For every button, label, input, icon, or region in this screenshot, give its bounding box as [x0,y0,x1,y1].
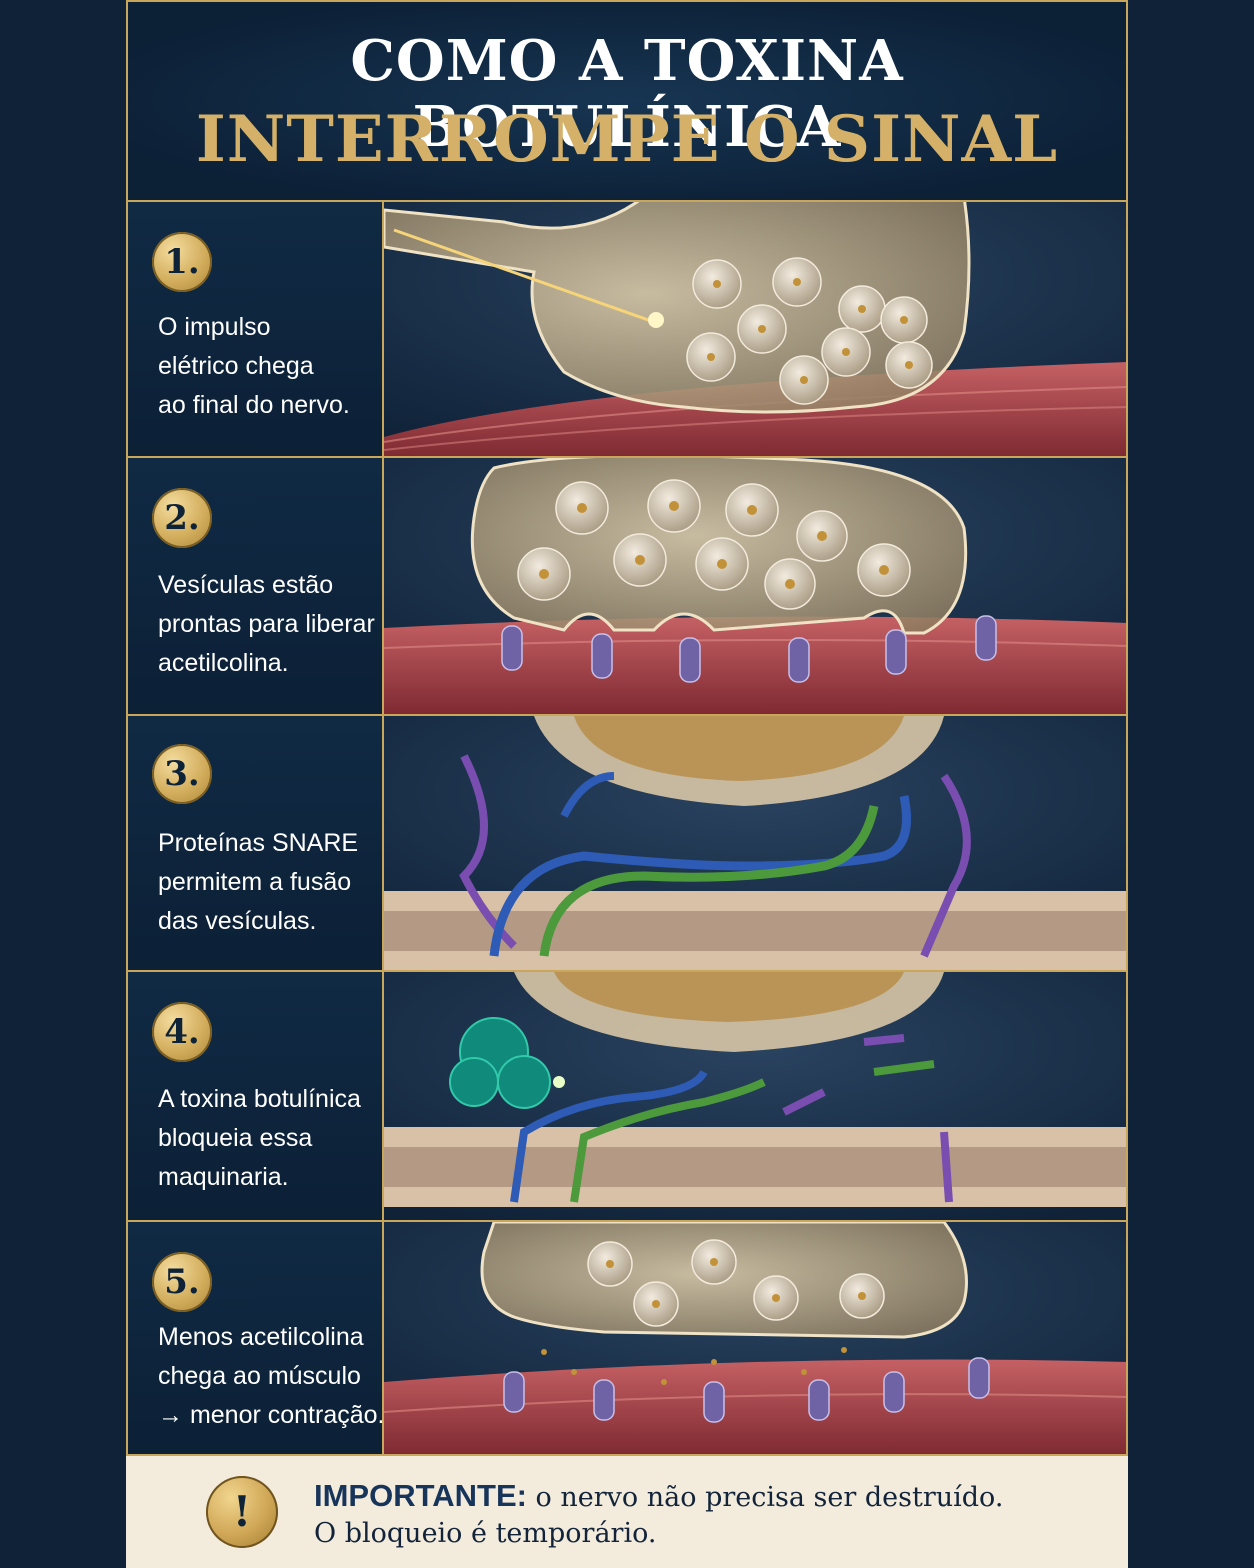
step-3-text-panel: 3. Proteínas SNARE permitem a fusão das … [126,716,384,970]
step-5-description: Menos acetilcolina chega ao músculo → me… [158,1318,388,1435]
divider-2 [126,714,1128,716]
divider-1 [126,456,1128,458]
infographic-frame: COMO A TOXINA BOTULÍNICA INTERROMPE O SI… [126,0,1128,1568]
title-line-1: COMO A TOXINA BOTULÍNICA [350,28,904,160]
step-1: 1. O impulso elétrico chega ao final do … [126,202,1128,456]
left-border [126,0,128,1568]
step-4-line-2: bloqueia essa [158,1124,313,1152]
step-2-line-3: acetilcolina. [158,649,289,677]
divider-header [126,200,1128,202]
divider-3 [126,970,1128,972]
top-border [126,0,1128,2]
step-1-line-2: elétrico chega [158,352,314,380]
step-1-text-panel: 1. O impulso elétrico chega ao final do … [126,202,384,456]
step-2-badge: 2. [152,488,212,548]
step-1-description: O impulso elétrico chega ao final do ner… [158,308,388,425]
footer-text-line-1: o nervo não precisa ser destruído. [526,1482,1004,1513]
divider-4 [126,1220,1128,1222]
step-2-line-2: prontas para liberar [158,610,375,638]
step-1-illustration [384,202,1128,456]
step-2-description: Vesículas estão prontas para liberar ace… [158,566,388,683]
step-1-line-3: ao final do nervo. [158,391,350,419]
exclamation-icon: ! [206,1476,278,1548]
step-5-illustration [384,1222,1128,1454]
header: COMO A TOXINA BOTULÍNICA INTERROMPE O SI… [126,0,1128,200]
step-4-description: A toxina botulínica bloqueia essa maquin… [158,1080,388,1197]
column-divider [382,202,384,1454]
step-5-badge: 5. [152,1252,212,1312]
step-4-badge: 4. [152,1002,212,1062]
step-4-line-3: maquinaria. [158,1163,289,1191]
footer-note: ! IMPORTANTE: o nervo não precisa ser de… [126,1456,1128,1568]
step-5-line-3: → menor contração. [158,1401,385,1429]
step-4-text-panel: 4. A toxina botulínica bloqueia essa maq… [126,972,384,1220]
step-4: 4. A toxina botulínica bloqueia essa maq… [126,972,1128,1220]
step-2-illustration [384,458,1128,714]
step-2-text-panel: 2. Vesículas estão prontas para liberar … [126,458,384,714]
title-line-2: INTERROMPE O SINAL [195,102,1059,177]
right-border [1126,0,1128,1568]
step-5-text-panel: 5. Menos acetilcolina chega ao músculo →… [126,1222,385,1454]
step-3-illustration [384,716,1128,970]
step-2: 2. Vesículas estão prontas para liberar … [126,458,1128,714]
footer-text: IMPORTANTE: o nervo não precisa ser dest… [314,1478,1104,1552]
step-5: 5. Menos acetilcolina chega ao músculo →… [126,1222,1128,1454]
step-3-line-2: permitem a fusão [158,868,352,896]
step-2-line-1: Vesículas estão [158,571,334,599]
step-5-line-2: chega ao músculo [158,1362,361,1390]
step-3-badge: 3. [152,744,212,804]
divider-5 [126,1454,1128,1456]
step-3-line-1: Proteínas SNARE [158,829,359,857]
step-3: 3. Proteínas SNARE permitem a fusão das … [126,716,1128,970]
footer-label: IMPORTANTE: [314,1478,527,1513]
footer-text-line-2: O bloqueio é temporário. [314,1518,657,1549]
step-4-line-1: A toxina botulínica [158,1085,361,1113]
step-3-line-3: das vesículas. [158,907,317,935]
step-5-line-1: Menos acetilcolina [158,1323,364,1351]
step-1-line-1: O impulso [158,313,271,341]
step-1-badge: 1. [152,232,212,292]
footer-line-1: IMPORTANTE: o nervo não precisa ser dest… [314,1478,1104,1516]
step-3-description: Proteínas SNARE permitem a fusão das ves… [158,824,388,941]
step-4-illustration [384,972,1128,1220]
